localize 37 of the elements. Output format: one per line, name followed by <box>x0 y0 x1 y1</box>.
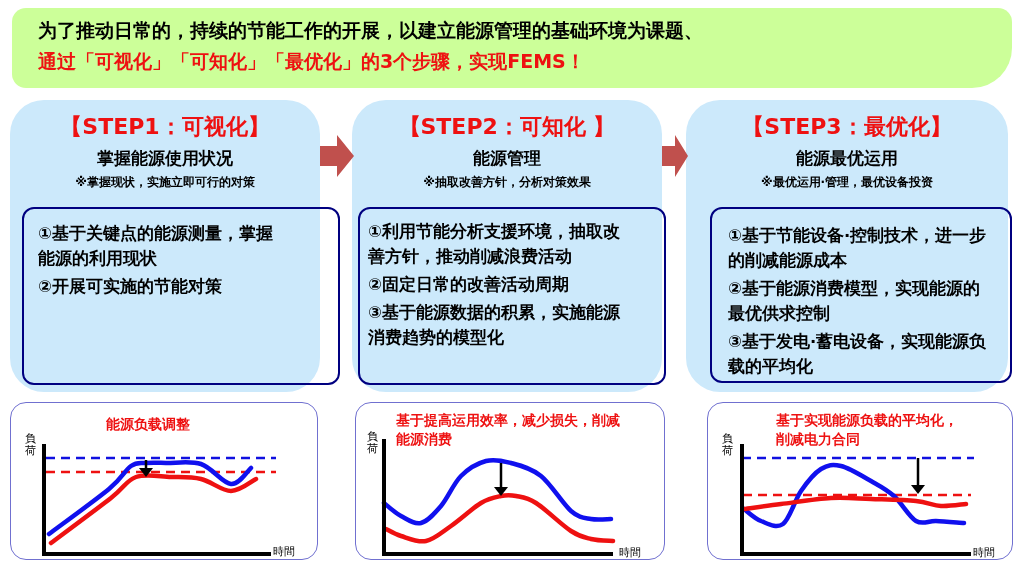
axis-label: 時間 <box>973 547 995 559</box>
chart-panel <box>707 402 1013 560</box>
task-item: ②开展可实施的节能对策 <box>38 276 223 298</box>
axis-label: 時間 <box>273 546 295 558</box>
task-item: ①基于节能设备·控制技术，进一步的削减能源成本 <box>728 225 988 272</box>
step-subtitle: 掌握能源使用状况 <box>96 148 234 170</box>
step-note: ※最优运用·管理，最优设备投资 <box>759 174 935 191</box>
banner <box>12 8 1012 88</box>
chart-title: 能源负载调整 <box>106 415 191 434</box>
chart-panel <box>10 402 318 560</box>
task-item: ②基于能源消费模型，实现能源的最优供求控制 <box>728 278 981 325</box>
step-title: 【STEP1：可视化】 <box>59 113 271 141</box>
chart-title: 基于实现能源负载的平均化，削减电力合同 <box>776 411 959 449</box>
task-item: ③基于能源数据的积累，实施能源消费趋势的模型化 <box>368 302 621 349</box>
step-subtitle: 能源最优运用 <box>795 148 899 170</box>
arrow <box>662 135 688 177</box>
step-title: 【STEP3：最优化】 <box>741 113 953 141</box>
task-box <box>22 207 340 385</box>
task-item: ③基于发电·蓄电设备，实现能源负载的平均化 <box>728 331 988 378</box>
step-note: ※掌握现状，实施立即可行的对策 <box>74 174 256 191</box>
axis-label: 時間 <box>619 547 641 559</box>
task-item: ①利用节能分析支援环境，抽取改善方针，推动削减浪费活动 <box>368 221 621 268</box>
axis-label: 負荷 <box>367 431 379 455</box>
step-note: ※抽取改善方针，分析对策效果 <box>422 174 592 191</box>
task-item: ②固定日常的改善活动周期 <box>368 274 570 296</box>
task-box <box>710 207 1012 383</box>
banner-text: 为了推动日常的，持续的节能工作的开展，以建立能源管理的基础环境为课题、 <box>38 18 703 43</box>
arrow <box>320 135 354 177</box>
banner-text: 通过「可视化」「可知化」「最优化」的3个步骤，实现FEMS！ <box>38 49 585 74</box>
chart-panel <box>355 402 665 560</box>
step-subtitle: 能源管理 <box>472 148 542 170</box>
step-title: 【STEP2：可知化 】 <box>397 113 617 141</box>
axis-label: 負荷 <box>25 433 37 457</box>
task-box <box>358 207 666 385</box>
chart-title: 基于提高运用效率，减少损失，削减能源消费 <box>396 411 621 449</box>
task-item: ①基于关键点的能源测量，掌握能源的利用现状 <box>38 223 274 270</box>
axis-label: 負荷 <box>722 433 734 457</box>
